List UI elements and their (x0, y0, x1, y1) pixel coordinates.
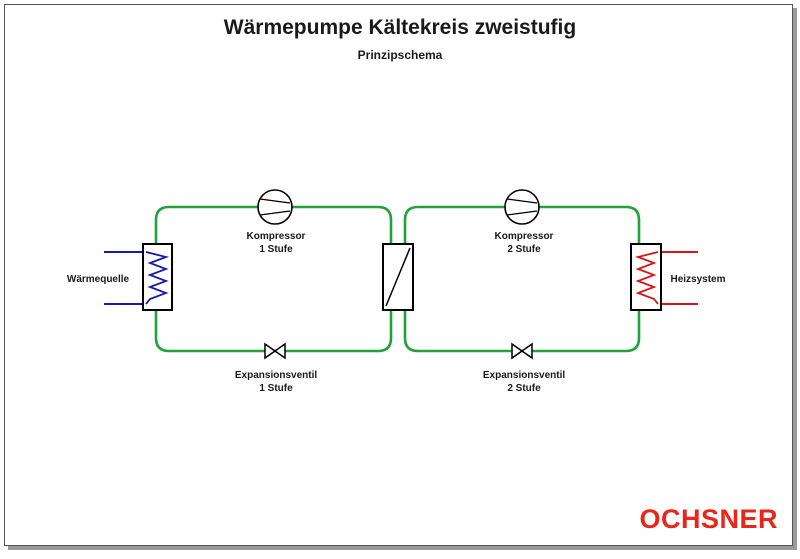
label-valve-1-name: Expansionsventil (235, 370, 317, 381)
label-valve-2-name: Expansionsventil (483, 370, 565, 381)
compressor-1-icon (257, 189, 293, 225)
condenser-heat-exchanger (630, 243, 662, 311)
expansion-valve-2-icon (511, 342, 533, 360)
label-compressor-2-name: Kompressor (495, 231, 554, 242)
evaporator-heat-exchanger (142, 243, 173, 311)
label-heat-source: Wärmequelle (67, 274, 130, 285)
condenser-coil (634, 251, 659, 305)
label-heating-system: Heizsystem (670, 274, 725, 285)
label-valve-1-stage: 1 Stufe (259, 383, 293, 394)
page-subtitle: Prinzipschema (357, 48, 443, 62)
label-compressor-2-stage: 2 Stufe (507, 244, 541, 255)
label-compressor-1-name: Kompressor (247, 231, 306, 242)
heating-system-pipes (658, 251, 698, 305)
label-valve-2-stage: 2 Stufe (507, 383, 541, 394)
ochsner-logo: OCHSNER (639, 504, 778, 534)
evaporator-coil (145, 251, 170, 305)
cascade-heat-exchanger (382, 243, 414, 311)
page-title: Wärmepumpe Kältekreis zweistufig (223, 16, 577, 39)
expansion-valve-1-icon (264, 342, 286, 360)
compressor-2-icon (504, 189, 540, 225)
circuit-2-pipe (403, 205, 641, 353)
heat-source-pipes (104, 251, 146, 305)
circuit-1-pipe (154, 205, 393, 353)
label-compressor-1-stage: 1 Stufe (259, 244, 293, 255)
